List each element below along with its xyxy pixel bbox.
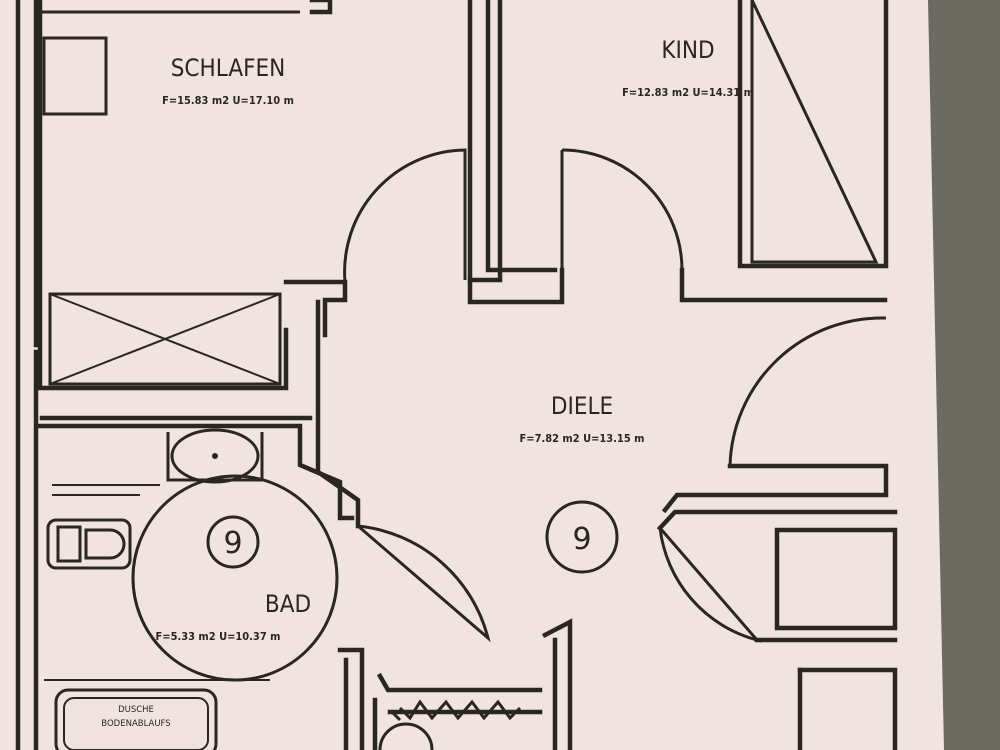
radiator-icon [398, 699, 522, 721]
room-name-diele: DIELE [551, 392, 613, 420]
label-dusche: DUSCHE [118, 705, 154, 715]
paper [0, 0, 944, 750]
room-meta-kind: F=12.83 m2 U=14.31 m [622, 86, 754, 99]
room-labels: SCHLAFEN F=15.83 m2 U=17.10 m KIND F=12.… [156, 36, 754, 643]
bed-outline [42, 36, 108, 116]
room-name-schlafen: SCHLAFEN [171, 54, 286, 82]
walls [15, 0, 898, 750]
tag-circle-partial [378, 722, 434, 750]
fixtures [42, 0, 879, 750]
door-swing-schlafen [343, 148, 467, 283]
room-meta-schlafen: F=15.83 m2 U=17.10 m [162, 94, 294, 107]
tag-bad: 9 [206, 515, 260, 569]
room-meta-diele: F=7.82 m2 U=13.15 m [520, 432, 645, 445]
svg-text:9: 9 [223, 526, 242, 561]
door-swing-east [728, 316, 887, 467]
sink-icon [166, 428, 264, 484]
shower-tray-icon [54, 688, 218, 750]
room-meta-bad: F=5.33 m2 U=10.37 m [156, 630, 281, 643]
door-swing-southeast [658, 527, 762, 643]
wardrobe [48, 292, 282, 386]
room-tags: 9 9 [206, 500, 619, 574]
svg-text:9: 9 [572, 522, 591, 557]
door-swing-bad [357, 524, 491, 643]
toilet-icon [46, 518, 132, 570]
tag-diele: 9 [545, 500, 619, 574]
small-labels: DUSCHE BODENABLAUFS [101, 705, 170, 729]
room-name-bad: BAD [265, 590, 311, 618]
door-swings [343, 148, 887, 643]
door-swing-kind [561, 148, 684, 271]
room-name-kind: KIND [661, 36, 714, 64]
label-bodenablauf: BODENABLAUFS [101, 719, 170, 729]
